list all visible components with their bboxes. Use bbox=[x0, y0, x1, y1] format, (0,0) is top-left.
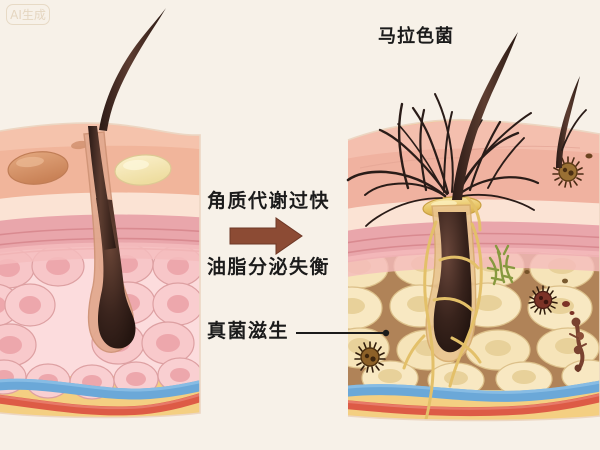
left-panel-group bbox=[0, 8, 201, 419]
spore-speck bbox=[562, 278, 568, 284]
left-hair-shaft bbox=[99, 8, 166, 131]
ai-generated-watermark: AI生成 bbox=[6, 4, 50, 25]
right-hair-shaft-main bbox=[452, 32, 518, 200]
label-sebum-imbalance: 油脂分泌失衡 bbox=[207, 256, 331, 278]
standing-wisp-hairs bbox=[397, 102, 525, 193]
right-vessels bbox=[348, 378, 600, 417]
hyphae-strand-brown bbox=[569, 317, 587, 372]
left-hair-shaft-internal bbox=[88, 126, 116, 250]
pathogen-group bbox=[354, 153, 593, 373]
left-vessels bbox=[0, 377, 200, 416]
spore-speck bbox=[524, 270, 530, 274]
transition-arrow bbox=[229, 217, 303, 255]
right-hair-follicle bbox=[425, 204, 477, 363]
left-panel-outline bbox=[0, 122, 201, 419]
label-malassezia: 马拉色菌 bbox=[378, 26, 454, 47]
right-wispy-hairs bbox=[346, 93, 540, 227]
spore-speck bbox=[569, 311, 575, 315]
malassezia-spore-spiky bbox=[354, 341, 386, 373]
fungus-pointer bbox=[296, 329, 390, 337]
right-panel-outline bbox=[347, 118, 600, 422]
malassezia-spore-spiky bbox=[552, 156, 584, 188]
right-hair-wisp bbox=[561, 109, 587, 151]
spore-speck bbox=[585, 153, 593, 159]
right-panel-group bbox=[346, 32, 600, 422]
label-keratin-metabolism: 角质代谢过快 bbox=[207, 190, 331, 212]
hyphae-cluster-green bbox=[486, 244, 516, 286]
spore-speck bbox=[562, 301, 570, 307]
malassezia-spore-dark bbox=[528, 285, 558, 315]
hyphae-strands bbox=[402, 194, 483, 421]
right-hair-shaft-secondary bbox=[556, 76, 580, 168]
label-fungal-growth: 真菌滋生 bbox=[207, 320, 290, 342]
